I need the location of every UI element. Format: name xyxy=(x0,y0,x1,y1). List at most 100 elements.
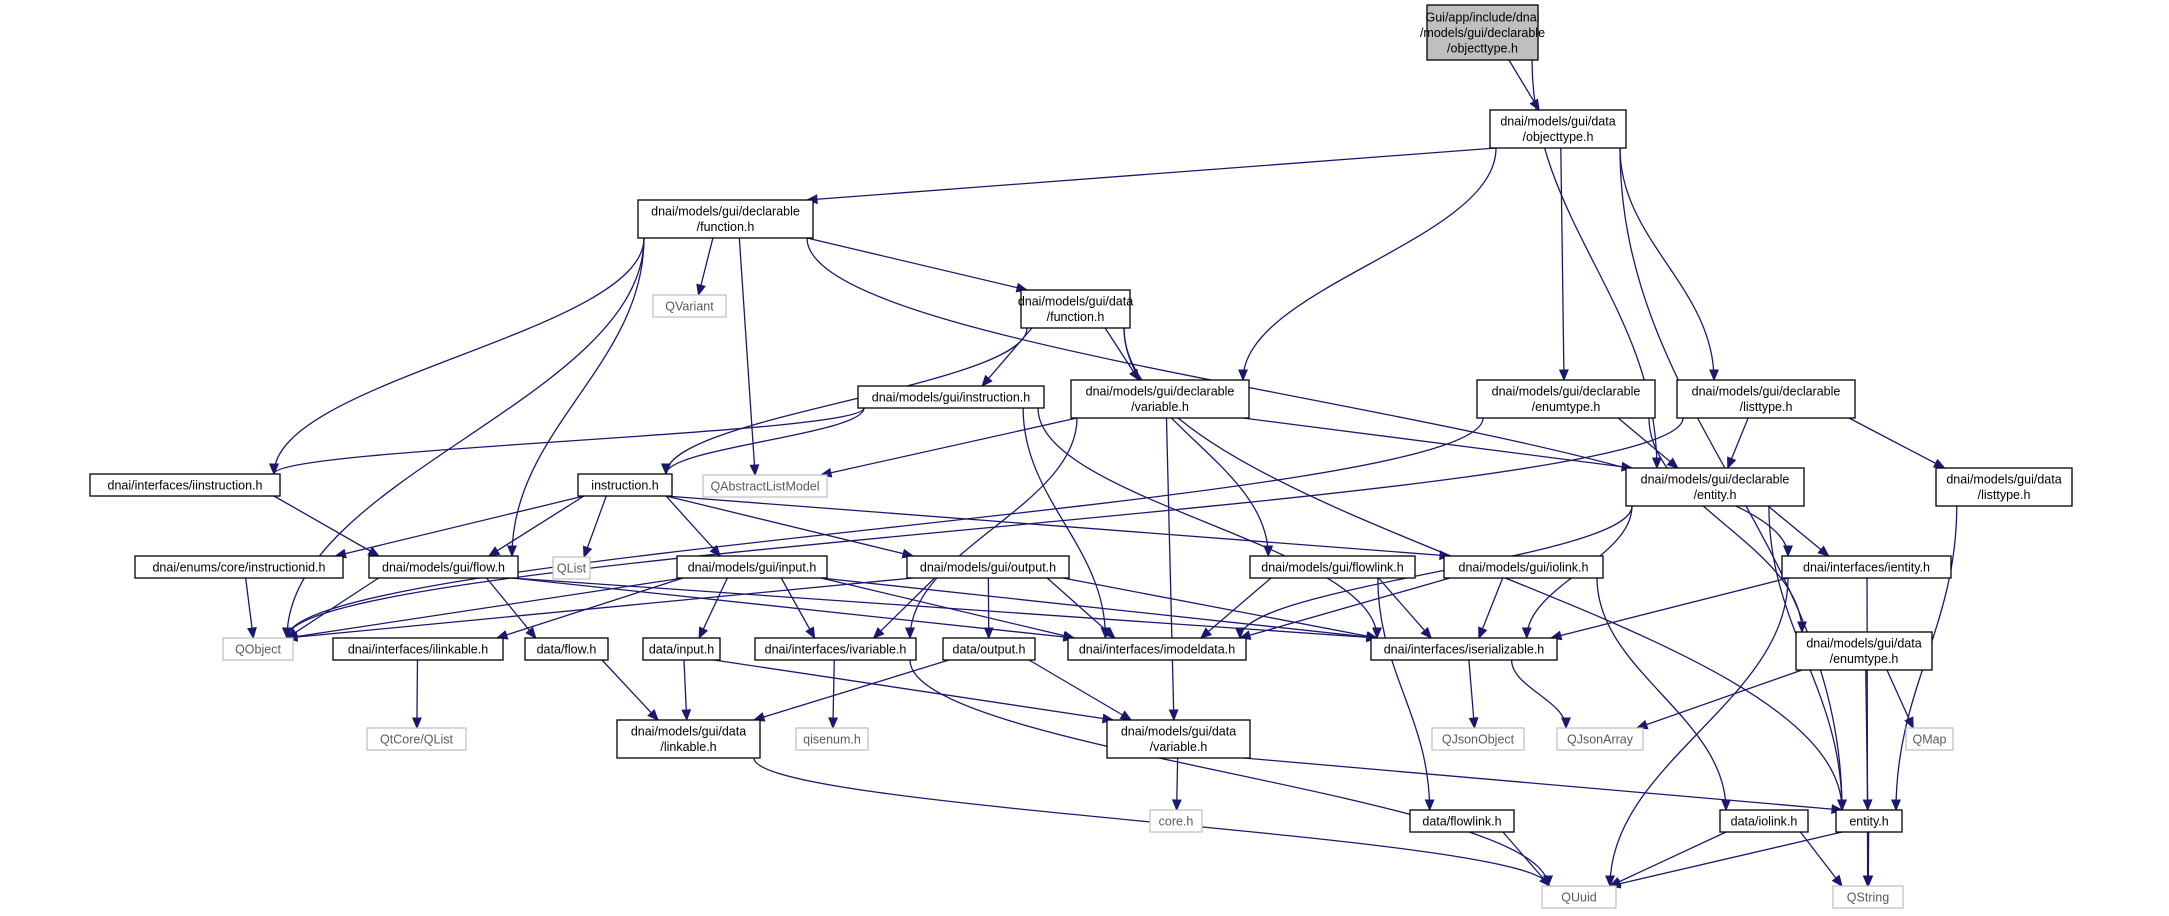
node-root[interactable]: Gui/app/include/dnai/models/gui/declarab… xyxy=(1420,4,1545,61)
node-box xyxy=(134,555,344,579)
node-decl-enumtype[interactable]: dnai/models/gui/declarable/enumtype.h xyxy=(1476,379,1656,419)
edge-flow-to-data-flow xyxy=(486,577,537,639)
edge-decl-function-to-iinstruction xyxy=(269,237,645,476)
node-box xyxy=(1409,809,1515,833)
node-label: dnai/models/gui/data xyxy=(1121,725,1236,739)
arrowhead xyxy=(647,708,659,721)
node-iolink[interactable]: dnai/models/gui/iolink.h xyxy=(1443,555,1604,579)
node-data-input[interactable]: data/input.h xyxy=(642,637,721,661)
node-qmap[interactable]: QMap xyxy=(1905,727,1954,751)
edge-line xyxy=(1609,577,1789,887)
edge-line xyxy=(1028,659,1132,721)
node-iinstruction[interactable]: dnai/interfaces/iinstruction.h xyxy=(89,473,281,497)
node-qjsonarray[interactable]: QJsonArray xyxy=(1556,727,1644,751)
edge-line xyxy=(1596,577,1727,811)
edge-data-enumtype-to-entity-h xyxy=(1862,669,1873,812)
node-decl-function[interactable]: dnai/models/gui/declarable/function.h xyxy=(637,199,814,239)
edge-line xyxy=(1165,417,1175,721)
edge-line xyxy=(1648,417,1803,633)
node-ivariable[interactable]: dnai/interfaces/ivariable.h xyxy=(754,637,917,661)
node-core-h[interactable]: core.h xyxy=(1149,809,1203,833)
edge-line xyxy=(832,659,835,729)
node-data-linkable[interactable]: dnai/models/gui/data/linkable.h xyxy=(616,719,761,759)
arrowhead xyxy=(696,283,706,297)
node-imodeldata[interactable]: dnai/interfaces/imodeldata.h xyxy=(1067,637,1247,661)
arrowhead xyxy=(507,545,517,558)
node-instruction-h[interactable]: instruction.h xyxy=(577,473,673,497)
edge-decl-variable-to-ivariable xyxy=(905,417,1078,640)
node-entity-h[interactable]: entity.h xyxy=(1835,809,1903,833)
node-data-listtype[interactable]: dnai/models/gui/data/listtype.h xyxy=(1935,467,2073,507)
edge-flow-to-qobject xyxy=(285,577,379,639)
node-iserializable[interactable]: dnai/interfaces/iserializable.h xyxy=(1370,637,1558,661)
node-data-function[interactable]: dnai/models/gui/data/function.h xyxy=(1018,289,1133,329)
node-label: dnai/models/gui/data xyxy=(1500,115,1615,129)
node-data-flow[interactable]: data/flow.h xyxy=(524,637,609,661)
edge-line xyxy=(665,495,914,557)
node-data-flowlink[interactable]: data/flowlink.h xyxy=(1409,809,1515,833)
edge-data-objecttype-to-decl-enumtype xyxy=(1558,147,1569,382)
node-data-output[interactable]: data/output.h xyxy=(942,637,1036,661)
node-label: dnai/models/gui/data xyxy=(1806,637,1921,651)
node-data-objecttype[interactable]: dnai/models/gui/data/objecttype.h xyxy=(1489,109,1627,149)
node-qisenum[interactable]: qisenum.h xyxy=(795,727,869,751)
node-qabstractlistmodel[interactable]: QAbstractListModel xyxy=(702,474,828,498)
node-qvariant[interactable]: QVariant xyxy=(652,294,727,318)
node-flow[interactable]: dnai/models/gui/flow.h xyxy=(368,555,519,579)
node-output[interactable]: dnai/models/gui/output.h xyxy=(906,555,1070,579)
node-qtcore-qlist[interactable]: QtCore/QList xyxy=(366,727,467,751)
node-label: dnai/models/gui/declarable xyxy=(1692,385,1841,399)
edge-iolink-to-iserializable xyxy=(1478,577,1504,640)
node-label: data/flow.h xyxy=(537,642,597,656)
arrowhead xyxy=(1837,799,1847,812)
arrowhead xyxy=(709,544,722,557)
edge-line xyxy=(820,577,1075,639)
node-ilinkable[interactable]: dnai/interfaces/ilinkable.h xyxy=(332,637,504,661)
node-box xyxy=(1781,555,1952,579)
node-label: QJsonObject xyxy=(1442,732,1515,746)
edge-line xyxy=(1022,407,1107,639)
node-instruction-gui[interactable]: dnai/models/gui/instruction.h xyxy=(857,385,1045,409)
node-ientity[interactable]: dnai/interfaces/ientity.h xyxy=(1781,555,1952,579)
arrowhead xyxy=(1561,717,1571,730)
edge-ientity-to-qstring xyxy=(1862,577,1873,888)
arrowhead xyxy=(1862,799,1873,812)
arrowhead xyxy=(981,374,993,387)
node-decl-variable[interactable]: dnai/models/gui/declarable/variable.h xyxy=(1070,379,1250,419)
node-box xyxy=(368,555,519,579)
node-box xyxy=(754,637,917,661)
node-decl-entity[interactable]: dnai/models/gui/declarable/entity.h xyxy=(1625,467,1805,507)
edge-line xyxy=(1378,577,1432,639)
node-decl-listtype[interactable]: dnai/models/gui/declarable/listtype.h xyxy=(1676,379,1856,419)
edge-line xyxy=(1037,407,1378,639)
edge-instruction-h-to-input xyxy=(665,495,722,557)
edge-line xyxy=(486,577,537,639)
node-data-iolink[interactable]: data/iolink.h xyxy=(1719,809,1809,833)
arrowhead xyxy=(983,627,994,640)
node-box xyxy=(1832,885,1904,909)
edge-data-function-to-decl-variable xyxy=(1104,327,1140,382)
node-box xyxy=(1676,379,1856,419)
node-qobject[interactable]: QObject xyxy=(222,637,294,661)
node-qstring[interactable]: QString xyxy=(1832,885,1904,909)
node-flowlink[interactable]: dnai/models/gui/flowlink.h xyxy=(1249,555,1416,579)
edge-input-to-qobject xyxy=(285,577,684,642)
node-instructionid[interactable]: dnai/enums/core/instructionid.h xyxy=(134,555,344,579)
node-quuid[interactable]: QUuid xyxy=(1541,885,1617,909)
node-input[interactable]: dnai/models/gui/input.h xyxy=(676,555,828,579)
arrowhead xyxy=(1797,621,1807,634)
arrowhead xyxy=(1727,456,1737,470)
edge-line xyxy=(1848,417,1945,469)
node-data-enumtype[interactable]: dnai/models/gui/data/enumtype.h xyxy=(1795,631,1933,671)
node-label: dnai/interfaces/iinstruction.h xyxy=(108,478,263,492)
node-box xyxy=(222,637,294,661)
edge-entity-h-to-qstring xyxy=(1863,831,1874,888)
edge-line xyxy=(273,237,645,475)
node-qjsonobject[interactable]: QJsonObject xyxy=(1431,727,1525,751)
node-qlist[interactable]: QList xyxy=(552,556,591,580)
arrowhead xyxy=(367,546,380,557)
edge-line xyxy=(286,577,379,639)
edge-iinstruction-to-flow xyxy=(273,495,380,557)
node-data-variable[interactable]: dnai/models/gui/data/variable.h xyxy=(1106,719,1251,759)
edge-line xyxy=(1239,505,1633,639)
